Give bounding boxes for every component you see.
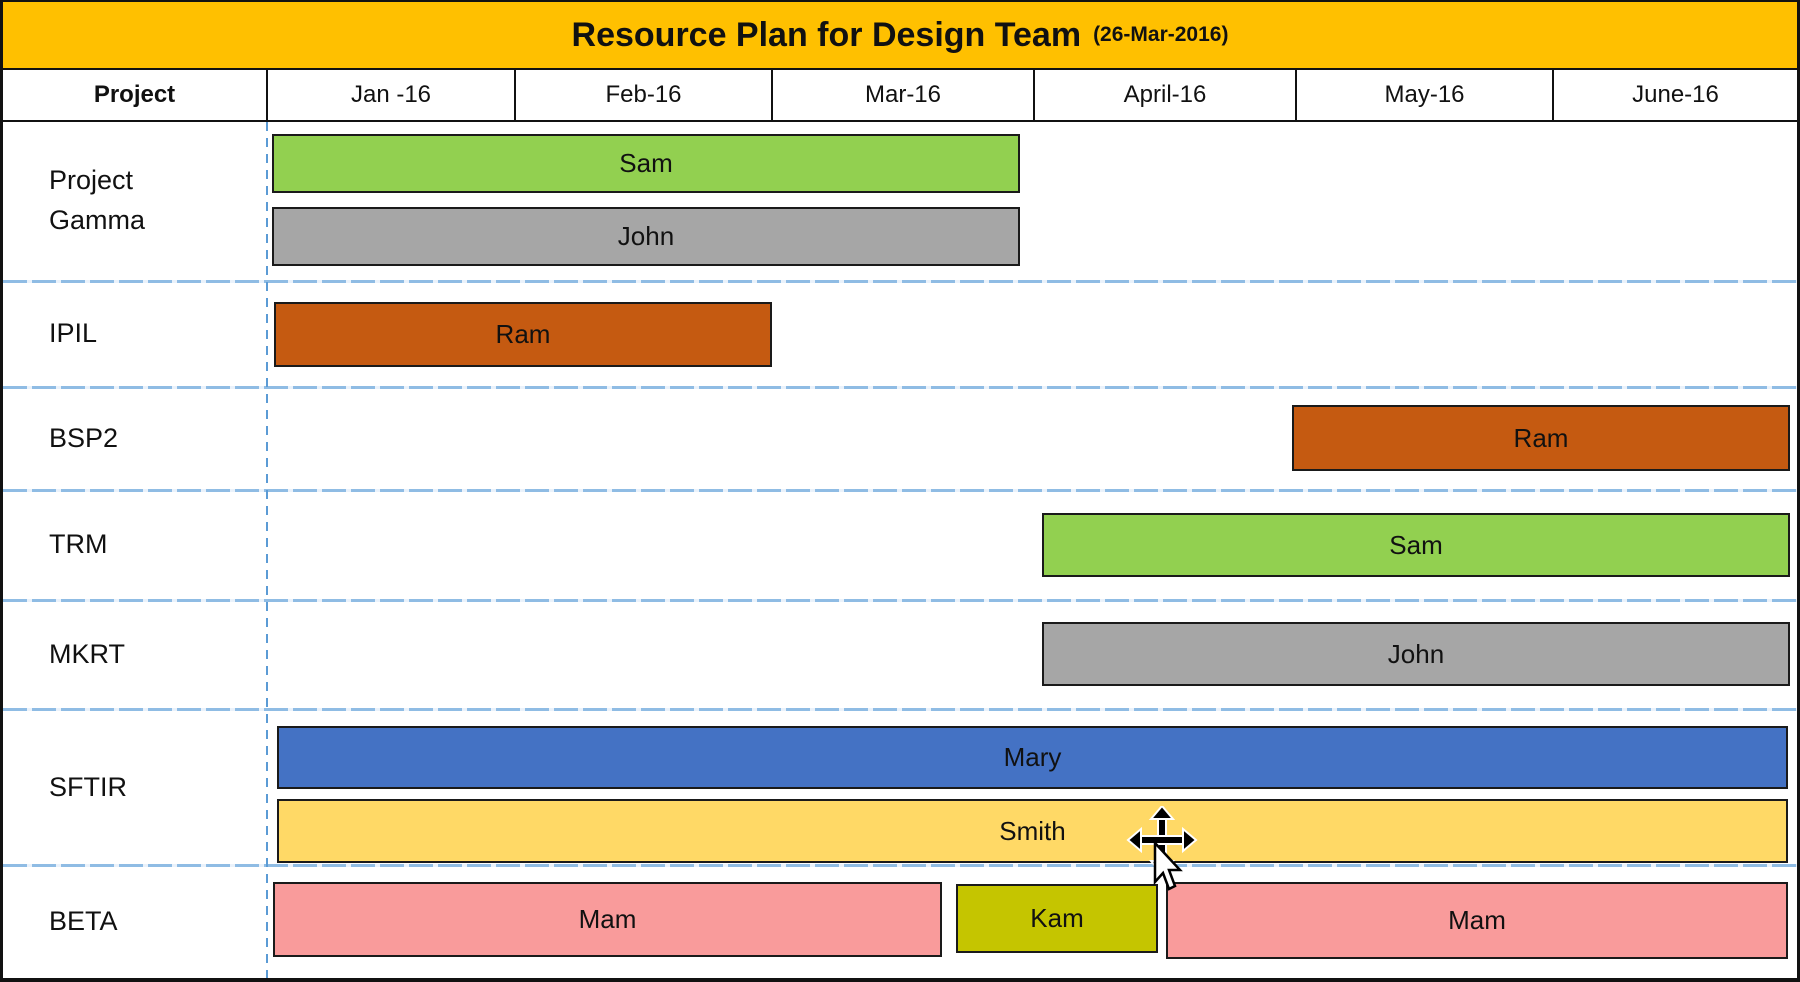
bar-gamma-sam[interactable]: Sam	[272, 134, 1020, 193]
header-bottom-border	[0, 120, 1800, 122]
row-label-bsp2: BSP2	[49, 422, 119, 453]
row-separator	[3, 599, 1797, 602]
column-guide-dashed-line	[266, 122, 268, 978]
bar-gamma-john[interactable]: John	[272, 207, 1020, 266]
row-separator	[3, 280, 1797, 283]
table-right-border	[1797, 0, 1800, 982]
bar-beta-kam[interactable]: Kam	[956, 884, 1158, 953]
column-header-mar: Mar-16	[771, 70, 1033, 120]
bar-beta-mam-2[interactable]: Mam	[1166, 882, 1788, 959]
bar-ipil-ram[interactable]: Ram	[274, 302, 772, 367]
bar-mkrt-john[interactable]: John	[1042, 622, 1790, 686]
column-header-project: Project	[3, 70, 266, 120]
column-header-june: June-16	[1552, 70, 1797, 120]
row-label-ipil: IPIL	[49, 318, 98, 349]
table-left-border	[0, 0, 3, 982]
row-separator	[3, 864, 1797, 867]
row-label-beta: BETA	[49, 906, 118, 937]
row-separator	[3, 386, 1797, 389]
row-separator	[3, 708, 1797, 711]
pointer-arrow-icon	[1153, 839, 1183, 891]
bar-trm-sam[interactable]: Sam	[1042, 513, 1790, 577]
bar-sftir-mary[interactable]: Mary	[277, 726, 1788, 789]
row-label-sftir: SFTIR	[49, 771, 127, 802]
row-separator	[3, 489, 1797, 492]
row-label-project-gamma: Project Gamma	[49, 165, 146, 235]
page-title: Resource Plan for Design Team	[571, 15, 1082, 54]
move-cursor-icon	[1126, 806, 1198, 891]
column-header-jan: Jan -16	[266, 70, 514, 120]
column-header-april: April-16	[1033, 70, 1295, 120]
header-top-border	[0, 68, 1800, 70]
column-header-feb: Feb-16	[514, 70, 771, 120]
bar-sftir-smith[interactable]: Smith	[277, 799, 1788, 863]
row-label-trm: TRM	[49, 529, 108, 560]
row-label-mkrt: MKRT	[49, 638, 126, 669]
bar-bsp2-ram[interactable]: Ram	[1292, 405, 1790, 471]
table-bottom-border	[0, 978, 1800, 982]
title-band: Resource Plan for Design Team (26-Mar-20…	[0, 0, 1800, 70]
column-header-may: May-16	[1295, 70, 1552, 120]
title-date: (26-Mar-2016)	[1093, 23, 1229, 46]
bar-beta-mam-1[interactable]: Mam	[273, 882, 942, 957]
